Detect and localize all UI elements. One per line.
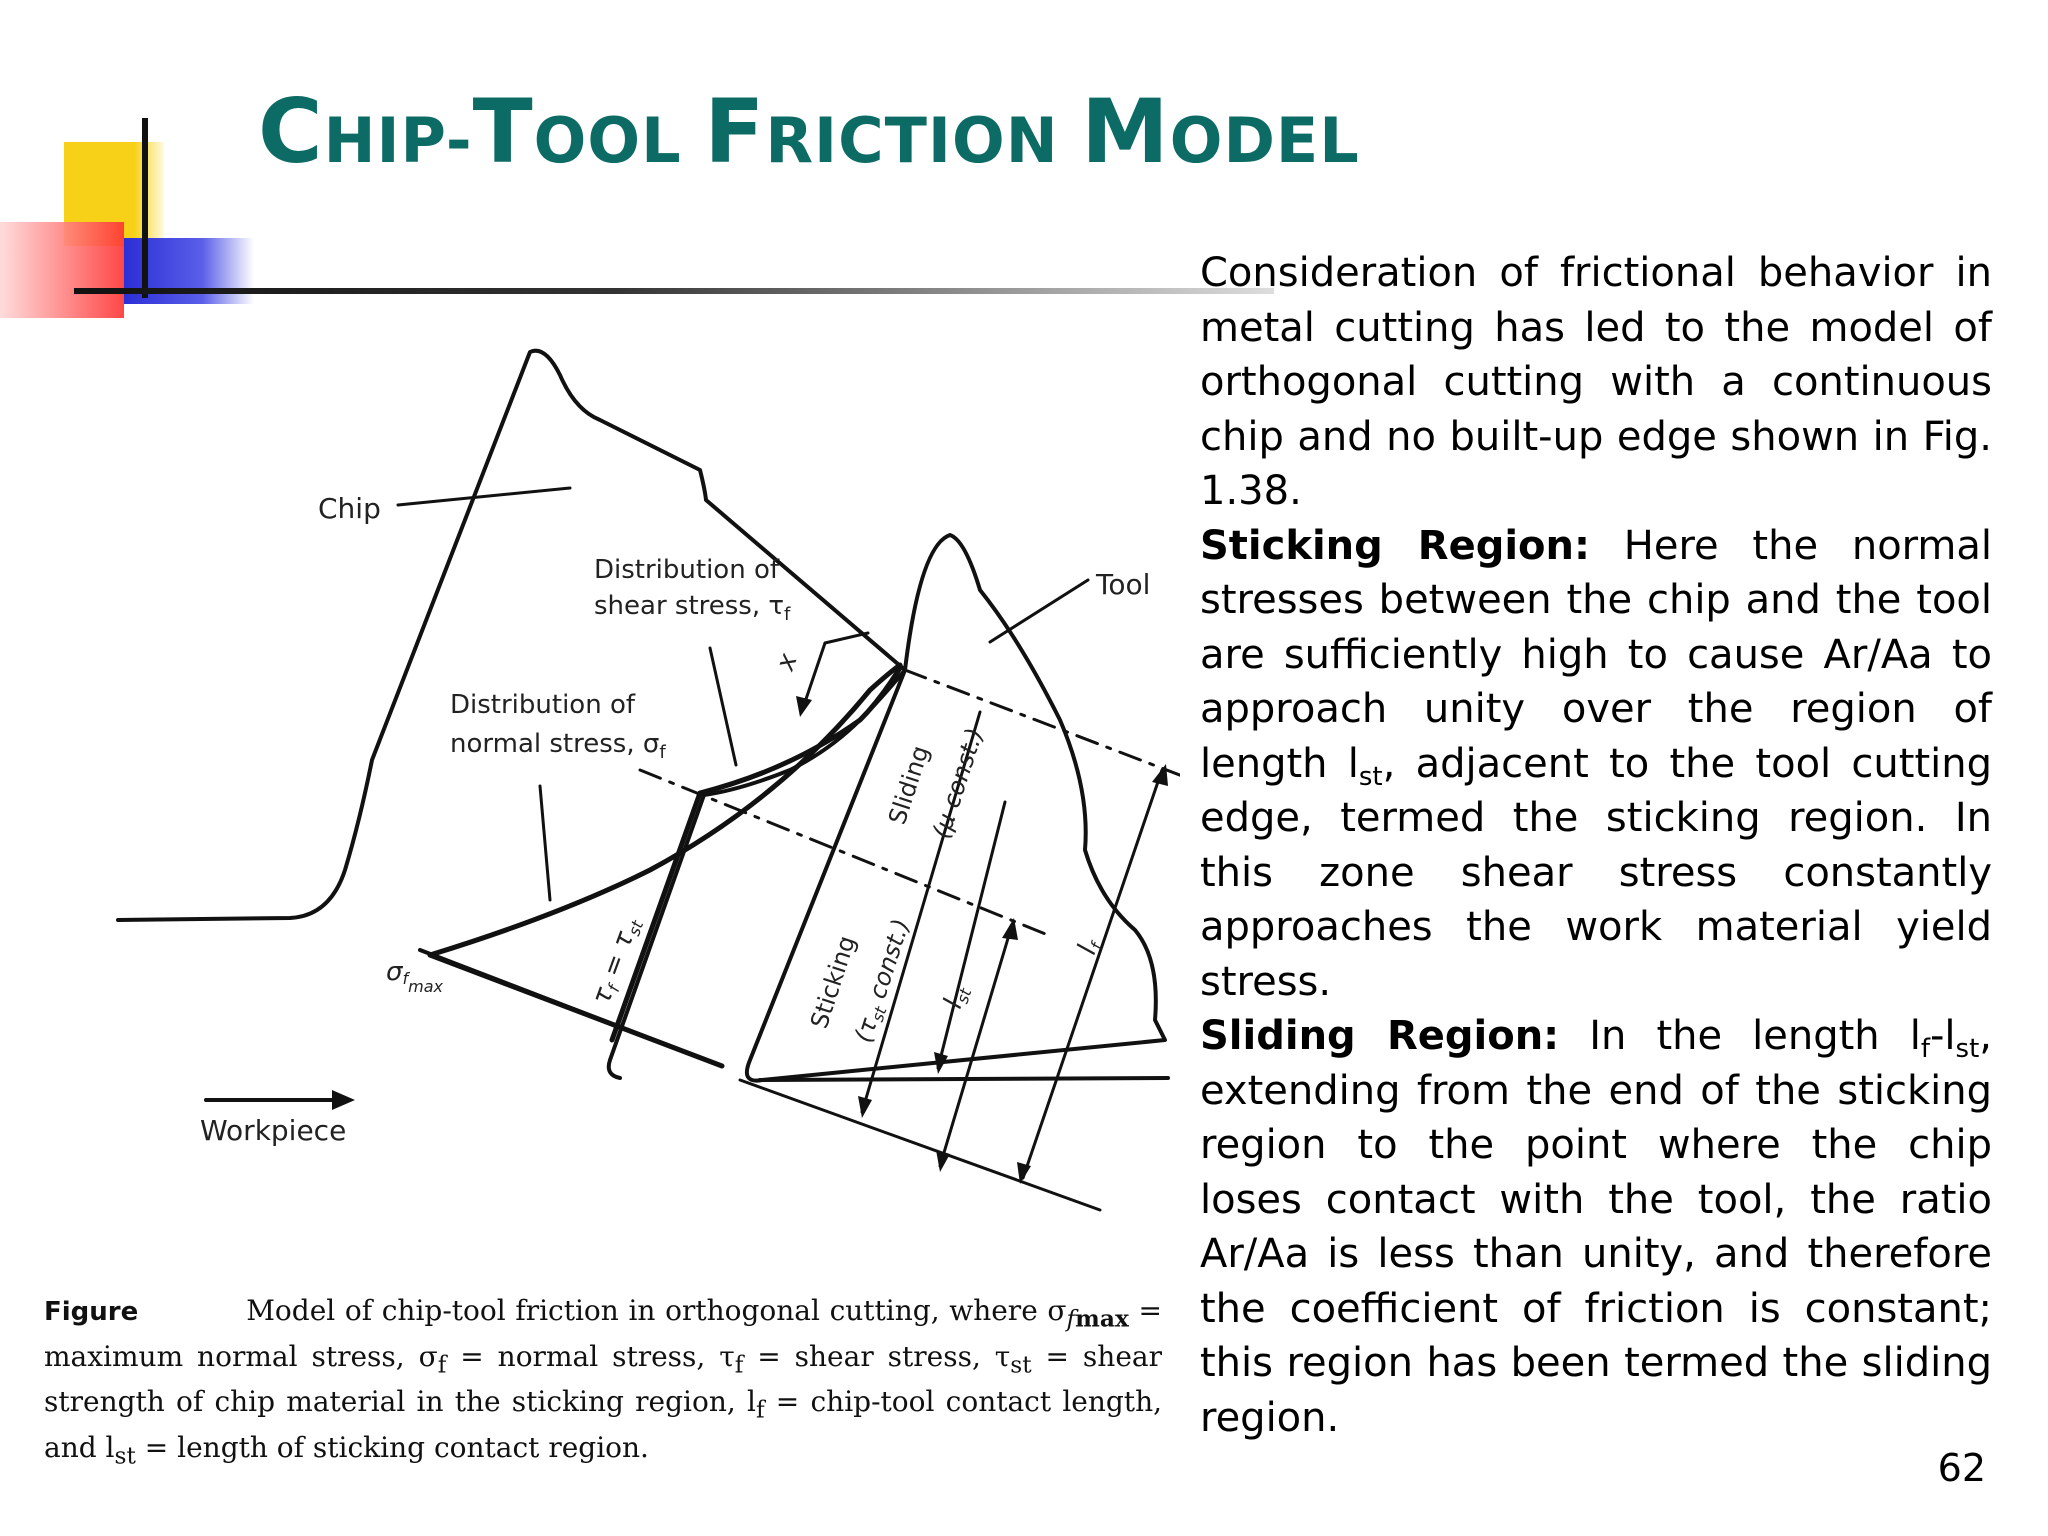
figure-caption-label: Figure xyxy=(44,1297,139,1327)
label-sigma-max: σfmax xyxy=(386,957,444,996)
red-square xyxy=(0,222,124,318)
shear-stress-plateau xyxy=(609,790,703,1043)
label-shear-dist-2: shear stress, τf xyxy=(594,591,791,625)
sticking-heading: Sticking Region: xyxy=(1200,522,1590,569)
label-sticking-1: Sticking xyxy=(805,932,861,1032)
x-arrow-shaft xyxy=(802,641,827,707)
page-number: 62 xyxy=(1937,1446,1986,1490)
dim-arrowhead-3 xyxy=(1017,1162,1031,1184)
sliding-heading: Sliding Region: xyxy=(1200,1013,1560,1059)
label-shear-dist-1: Distribution of xyxy=(594,555,780,585)
intro-paragraph: Consideration of frictional behavior in … xyxy=(1200,250,1992,514)
x-arrowhead xyxy=(796,696,812,717)
ref-line-bottom xyxy=(738,1078,1102,1212)
label-tool: Tool xyxy=(1095,568,1150,601)
tool-leader xyxy=(988,578,1090,644)
label-chip: Chip xyxy=(318,492,381,525)
normal-stress-curve xyxy=(427,662,903,958)
chip-outline xyxy=(116,348,907,922)
ref-line-mid xyxy=(638,768,1050,937)
normal-stress-base xyxy=(427,952,725,1069)
shear-stress-curve xyxy=(697,665,903,796)
workpiece-arrowhead xyxy=(332,1090,355,1110)
corner-decoration xyxy=(0,118,254,318)
dim-arrowhead-5 xyxy=(1152,764,1168,786)
body-text: Consideration of frictional behavior in … xyxy=(1200,246,1992,1445)
label-l-st: lst xyxy=(938,981,975,1012)
vertical-rule xyxy=(142,118,148,298)
title-underline xyxy=(74,288,1274,294)
tool-base xyxy=(758,1076,1170,1082)
normal-leader xyxy=(538,784,552,902)
dim-arrowhead-4 xyxy=(1002,918,1018,940)
chip-leader xyxy=(396,486,572,507)
label-workpiece: Workpiece xyxy=(200,1114,346,1147)
dim-arrowhead-2 xyxy=(936,1150,950,1172)
dim-l-st xyxy=(938,923,1014,1168)
label-sliding-2: (μ const.) xyxy=(927,725,989,842)
x-arrow-top xyxy=(823,631,870,645)
dim-l-f xyxy=(1021,768,1164,1180)
dim-mid xyxy=(936,800,1007,1070)
sliding-paragraph: Sliding Region: In the length lf-lst, ex… xyxy=(1200,1013,1992,1441)
label-l-f: lf xyxy=(1072,934,1107,958)
slide-title: CHIP-TOOL FRICTION MODEL xyxy=(258,80,1360,183)
tool-outline xyxy=(745,533,1167,1083)
label-x: x xyxy=(770,649,804,675)
dim-arrowhead-6 xyxy=(934,1052,948,1074)
shear-leader xyxy=(708,646,738,767)
label-sticking-2: (τst const.) xyxy=(849,915,918,1046)
label-normal-dist-1: Distribution of xyxy=(450,690,636,720)
chip-tool-diagram: Chip Tool Workpiece Distribution of shea… xyxy=(116,348,1180,1212)
dim-sliding xyxy=(860,710,982,1114)
sticking-paragraph: Sticking Region: Here the normal stresse… xyxy=(1200,522,1993,1005)
dim-arrowhead-1 xyxy=(858,1096,872,1118)
ref-line-top xyxy=(903,668,1180,777)
label-normal-dist-2: normal stress, σf xyxy=(450,729,666,763)
label-sliding-1: Sliding xyxy=(883,742,935,828)
